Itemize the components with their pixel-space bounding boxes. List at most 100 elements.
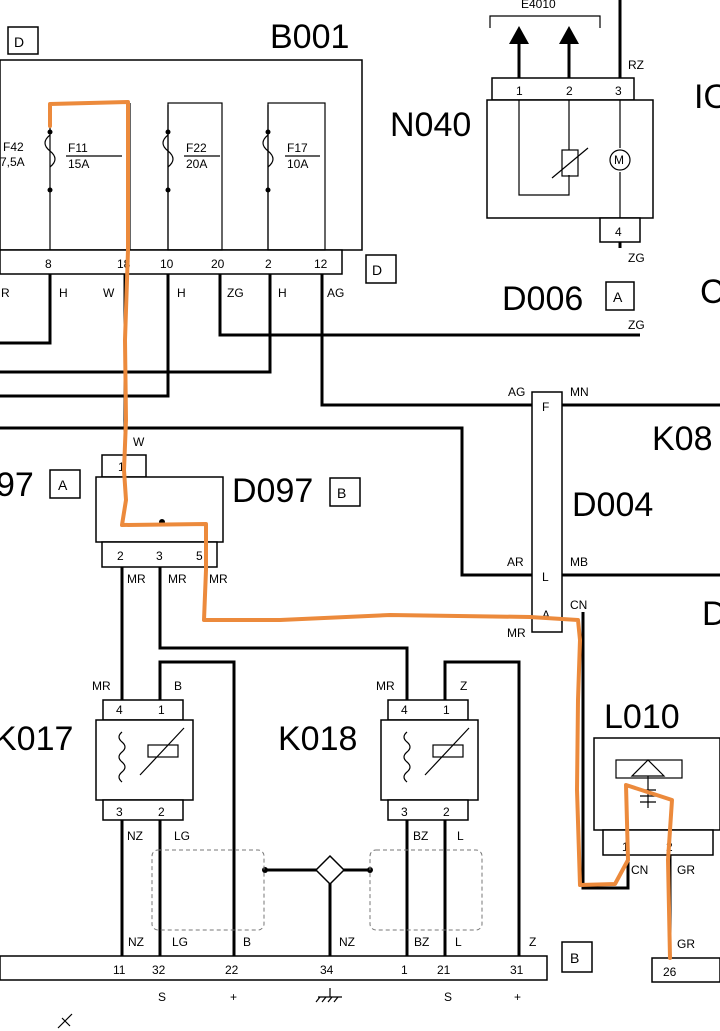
b001-wire-code: H xyxy=(278,286,287,300)
n040-sensor: E4010 1 2 3 4 RZ ZG ZG N040 M xyxy=(390,0,654,332)
svg-text:4: 4 xyxy=(401,703,408,717)
motor-icon xyxy=(609,149,631,171)
n040-pin: 2 xyxy=(566,84,573,98)
svg-text:NZ: NZ xyxy=(127,829,143,843)
d097-pin: 1 xyxy=(118,460,125,474)
d004-wire-code: MN xyxy=(570,385,589,399)
bottom-wire-code: NZ xyxy=(339,935,355,949)
k018-sensor: K018 4 1 3 2 MR Z BZ L xyxy=(278,679,479,843)
l010-sensor: L010 1 2 CN GR xyxy=(593,698,720,877)
edge-label-io: IO xyxy=(694,78,720,116)
fuse-f22-icon: F22 20A xyxy=(162,105,220,250)
d004-pin: A xyxy=(542,608,550,622)
d004-pin: L xyxy=(542,570,549,584)
highlighted-circuit-trace xyxy=(48,100,674,960)
signal-mark: S xyxy=(444,990,452,1004)
svg-text:BZ: BZ xyxy=(413,829,428,843)
d097-wire-code: MR xyxy=(209,572,228,586)
d097-wire-code: W xyxy=(133,435,145,449)
d006-label: D006 xyxy=(502,280,583,318)
svg-text:MR: MR xyxy=(92,679,111,693)
arrow-up-icon xyxy=(509,26,529,44)
svg-text:2: 2 xyxy=(158,805,165,819)
svg-text:F11: F11 xyxy=(68,141,88,155)
d004-wire-code: MR xyxy=(507,626,526,640)
k018-label: K018 xyxy=(278,720,357,758)
fuse-f17-icon: F17 10A xyxy=(262,105,320,250)
b001-wire-code: ZG xyxy=(227,286,244,300)
b001-wire-code: W xyxy=(103,286,115,300)
svg-text:15A: 15A xyxy=(68,157,89,171)
svg-text:10A: 10A xyxy=(287,157,308,171)
bottom-wire-code: LG xyxy=(172,935,188,949)
d097-pin: 3 xyxy=(156,549,163,563)
d004-wire-code: AR xyxy=(507,555,524,569)
connector-plug-icon xyxy=(57,1013,73,1029)
b001-wire-code: H xyxy=(59,286,68,300)
b001-fuse-box: D B001 D F42 7,5A F11 15A F22 xyxy=(0,18,397,300)
n040-pin: 3 xyxy=(615,84,622,98)
b001-wire-code: AG xyxy=(327,286,344,300)
svg-text:LG: LG xyxy=(174,829,190,843)
k017-sensor: K017 4 1 3 2 MR B NZ LG xyxy=(0,679,194,843)
b001-pin: 2 xyxy=(265,257,272,271)
b001-wire-code: R xyxy=(1,286,10,300)
bottom-pin: 31 xyxy=(510,963,524,977)
d097-pin: 5 xyxy=(196,549,203,563)
d097-wire-code: MR xyxy=(168,572,187,586)
bottom-pin: 22 xyxy=(225,963,239,977)
n040-pin: 4 xyxy=(615,225,622,239)
svg-text:1: 1 xyxy=(443,703,450,717)
fuse-f42-icon: F42 7,5A xyxy=(0,140,25,169)
bottom-pin: 21 xyxy=(437,963,451,977)
supply-mark: + xyxy=(230,990,237,1004)
b001-pin: 10 xyxy=(160,257,174,271)
n040-pin: 1 xyxy=(516,84,523,98)
d004-label: D004 xyxy=(572,486,653,524)
l010-label: L010 xyxy=(604,698,680,736)
svg-text:F17: F17 xyxy=(287,141,308,155)
ground-splice-icon xyxy=(314,854,346,886)
arrow-up-icon xyxy=(559,26,579,44)
cable-shield-k018 xyxy=(369,849,483,931)
d004-wire-code: AG xyxy=(508,385,525,399)
d004-pin: F xyxy=(542,400,549,414)
svg-text:20A: 20A xyxy=(186,157,207,171)
svg-text:M: M xyxy=(614,153,624,167)
coil-icon xyxy=(403,731,411,783)
partial-97-label: 97 xyxy=(0,466,34,504)
signal-mark: S xyxy=(158,990,166,1004)
n040-label: N040 xyxy=(390,106,471,144)
bottom-wire-code: Z xyxy=(529,935,536,949)
b001-wire-code: H xyxy=(177,286,186,300)
edge-label-c: C xyxy=(700,273,720,311)
svg-text:B: B xyxy=(570,950,579,966)
svg-text:Z: Z xyxy=(460,679,467,693)
svg-text:1: 1 xyxy=(158,703,165,717)
k08-label: K08 xyxy=(652,420,713,458)
svg-text:L: L xyxy=(457,829,464,843)
svg-text:A: A xyxy=(613,289,623,305)
svg-text:A: A xyxy=(58,477,68,493)
svg-text:F42: F42 xyxy=(3,140,24,154)
svg-text:MR: MR xyxy=(376,679,395,693)
svg-text:B: B xyxy=(174,679,182,693)
cable-shield-k017 xyxy=(151,849,265,931)
d004-wire-code: MB xyxy=(570,555,588,569)
n040-wire-code: ZG xyxy=(628,318,645,332)
svg-text:7,5A: 7,5A xyxy=(0,155,25,169)
bottom-wire-code: B xyxy=(243,935,251,949)
b001-pin: 12 xyxy=(314,257,328,271)
bottom-pin: 26 xyxy=(663,965,677,979)
bottom-pin: 11 xyxy=(113,963,126,977)
k017-label: K017 xyxy=(0,720,73,758)
supply-mark: + xyxy=(514,990,521,1004)
b001-pin: 8 xyxy=(45,257,52,271)
n040-wire-code: ZG xyxy=(628,251,645,265)
b001-connector-letter-right: D xyxy=(372,262,382,278)
fuse-f11-icon: F11 15A xyxy=(44,105,122,250)
svg-text:B: B xyxy=(337,485,346,501)
svg-text:2: 2 xyxy=(443,805,450,819)
b001-connector-letter: D xyxy=(14,34,24,50)
